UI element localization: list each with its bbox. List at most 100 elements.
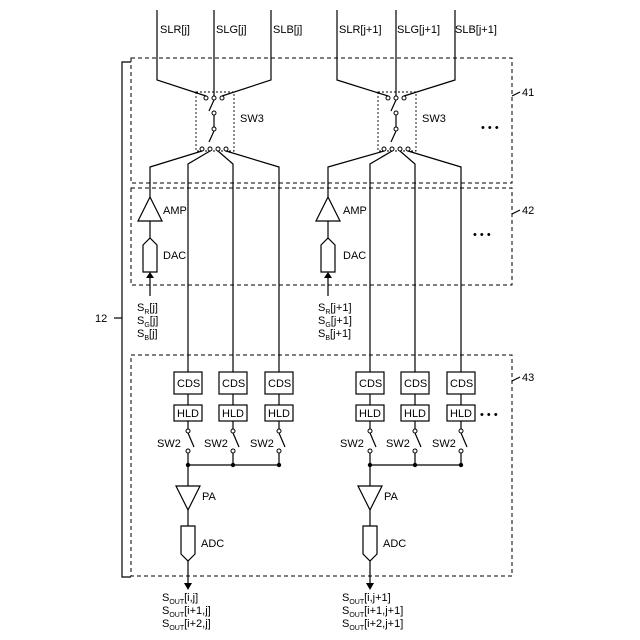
signal-line-slr-j1 bbox=[337, 10, 388, 96]
line-label-slr-j1: SLR[j+1] bbox=[339, 24, 382, 36]
sw3-contact bbox=[216, 147, 220, 151]
leader-41 bbox=[512, 92, 520, 96]
sw3-contact bbox=[398, 147, 402, 151]
sw3-contact bbox=[390, 147, 394, 151]
sw3-to-col3-wire bbox=[226, 151, 279, 372]
ellipsis-43: • • • bbox=[480, 409, 498, 421]
sw3-to-col3-wire bbox=[408, 151, 461, 372]
sw3-contact bbox=[394, 111, 398, 115]
adc-output-arrow bbox=[366, 583, 374, 590]
dac-j bbox=[143, 238, 157, 272]
sw3-to-amp-wire bbox=[328, 151, 384, 197]
cds-label: CDS bbox=[359, 378, 382, 390]
line-label-slb-j1: SLB[j+1] bbox=[455, 24, 497, 36]
adc-label-j1: ADC bbox=[383, 538, 406, 550]
sw3-contact bbox=[212, 111, 216, 115]
ellipsis-42: • • • bbox=[473, 229, 491, 241]
sw2-contact bbox=[186, 449, 190, 453]
dac-label-j: DAC bbox=[163, 250, 186, 262]
bus-node bbox=[231, 463, 235, 467]
output-label-i-j1: SOUT[i,j+1] bbox=[342, 592, 391, 606]
cds-label: CDS bbox=[404, 378, 427, 390]
adc-j bbox=[181, 526, 195, 561]
sw2-label: SW2 bbox=[250, 438, 274, 450]
sw3-contact bbox=[204, 96, 208, 100]
sw2-contact bbox=[413, 429, 417, 433]
line-label-slg-j1: SLG[j+1] bbox=[397, 24, 440, 36]
bus-node bbox=[277, 463, 281, 467]
input-label-sb-j1: SB[j+1] bbox=[318, 328, 351, 342]
sw2-blade bbox=[279, 433, 285, 447]
ellipsis-41: • • • bbox=[481, 122, 499, 134]
sw3-contact bbox=[402, 96, 406, 100]
signal-line-slr-j bbox=[157, 10, 206, 96]
sw3-blade-bottom bbox=[391, 131, 396, 142]
hld-label: HLD bbox=[450, 408, 472, 420]
leader-42 bbox=[512, 210, 520, 214]
input-label-sg-j1: SG[j+1] bbox=[318, 315, 352, 329]
sw2-blade bbox=[370, 433, 376, 447]
sw3-contact bbox=[212, 96, 216, 100]
sw3-to-col2-wire bbox=[218, 151, 233, 372]
sw2-contact bbox=[277, 449, 281, 453]
sw2-label: SW2 bbox=[432, 438, 456, 450]
sw3-to-col1-wire bbox=[188, 151, 210, 372]
hld-label: HLD bbox=[177, 408, 199, 420]
sw2-contact bbox=[277, 429, 281, 433]
pa-label-j1: PA bbox=[384, 491, 399, 503]
sw3-to-amp-wire bbox=[150, 151, 202, 197]
sw2-blade bbox=[461, 433, 467, 447]
sw2-contact bbox=[231, 429, 235, 433]
sw2-contact bbox=[459, 449, 463, 453]
sw3-blade-bottom bbox=[209, 131, 214, 142]
sw2-contact bbox=[186, 429, 190, 433]
bracket-12 bbox=[122, 62, 131, 577]
output-label-i2-j1: SOUT[i+2,j+1] bbox=[342, 618, 403, 632]
sw2-contact bbox=[459, 429, 463, 433]
hld-label: HLD bbox=[268, 408, 290, 420]
bus-node bbox=[413, 463, 417, 467]
column-j1: SLR[j+1] SLG[j+1] SLB[j+1] SW3 AMP DAC S… bbox=[316, 10, 497, 632]
sw3-contact bbox=[212, 127, 216, 131]
sw2-label: SW2 bbox=[386, 438, 410, 450]
label-42: 42 bbox=[522, 205, 534, 217]
output-label-i-j: SOUT[i,j] bbox=[162, 592, 198, 606]
amp-j bbox=[138, 197, 162, 221]
line-label-slg-j: SLG[j] bbox=[216, 24, 247, 36]
label-41: 41 bbox=[522, 87, 534, 99]
output-label-i1-j1: SOUT[i+1,j+1] bbox=[342, 605, 403, 619]
leader-43 bbox=[512, 377, 520, 381]
label-12: 12 bbox=[95, 313, 107, 325]
dac-j1 bbox=[321, 238, 335, 272]
adc-j1 bbox=[363, 526, 377, 561]
cds-label: CDS bbox=[450, 378, 473, 390]
amp-label-j: AMP bbox=[163, 205, 187, 217]
column-j: SLR[j] SLG[j] SLB[j] SW3 AMP DAC bbox=[137, 10, 302, 632]
sw3-contact bbox=[208, 147, 212, 151]
line-label-slb-j: SLB[j] bbox=[273, 24, 302, 36]
pa-j1 bbox=[358, 486, 382, 510]
sw2-blade bbox=[188, 433, 194, 447]
sw3-contact bbox=[394, 96, 398, 100]
sw3-contact bbox=[224, 147, 228, 151]
sw3-to-col2-wire bbox=[400, 151, 415, 372]
sw2-blade bbox=[415, 433, 421, 447]
sw3-blade-top bbox=[391, 100, 396, 111]
output-label-i2-j: SOUT[i+2,j] bbox=[162, 618, 211, 632]
input-label-sr-j: SR[j] bbox=[137, 302, 158, 316]
sw2-label: SW2 bbox=[157, 438, 181, 450]
hld-label: HLD bbox=[222, 408, 244, 420]
sw3-contact bbox=[394, 127, 398, 131]
sw2-contact bbox=[231, 449, 235, 453]
sw3-box-j1 bbox=[378, 92, 416, 151]
sw3-blade-top bbox=[209, 100, 214, 111]
input-label-sr-j1: SR[j+1] bbox=[318, 302, 352, 316]
sw2-label: SW2 bbox=[204, 438, 228, 450]
output-label-i1-j: SOUT[i+1,j] bbox=[162, 605, 211, 619]
input-label-sb-j: SB[j] bbox=[137, 328, 158, 342]
cds-label: CDS bbox=[268, 378, 291, 390]
adc-label-j: ADC bbox=[201, 538, 224, 550]
bus-node bbox=[459, 463, 463, 467]
hld-label: HLD bbox=[404, 408, 426, 420]
